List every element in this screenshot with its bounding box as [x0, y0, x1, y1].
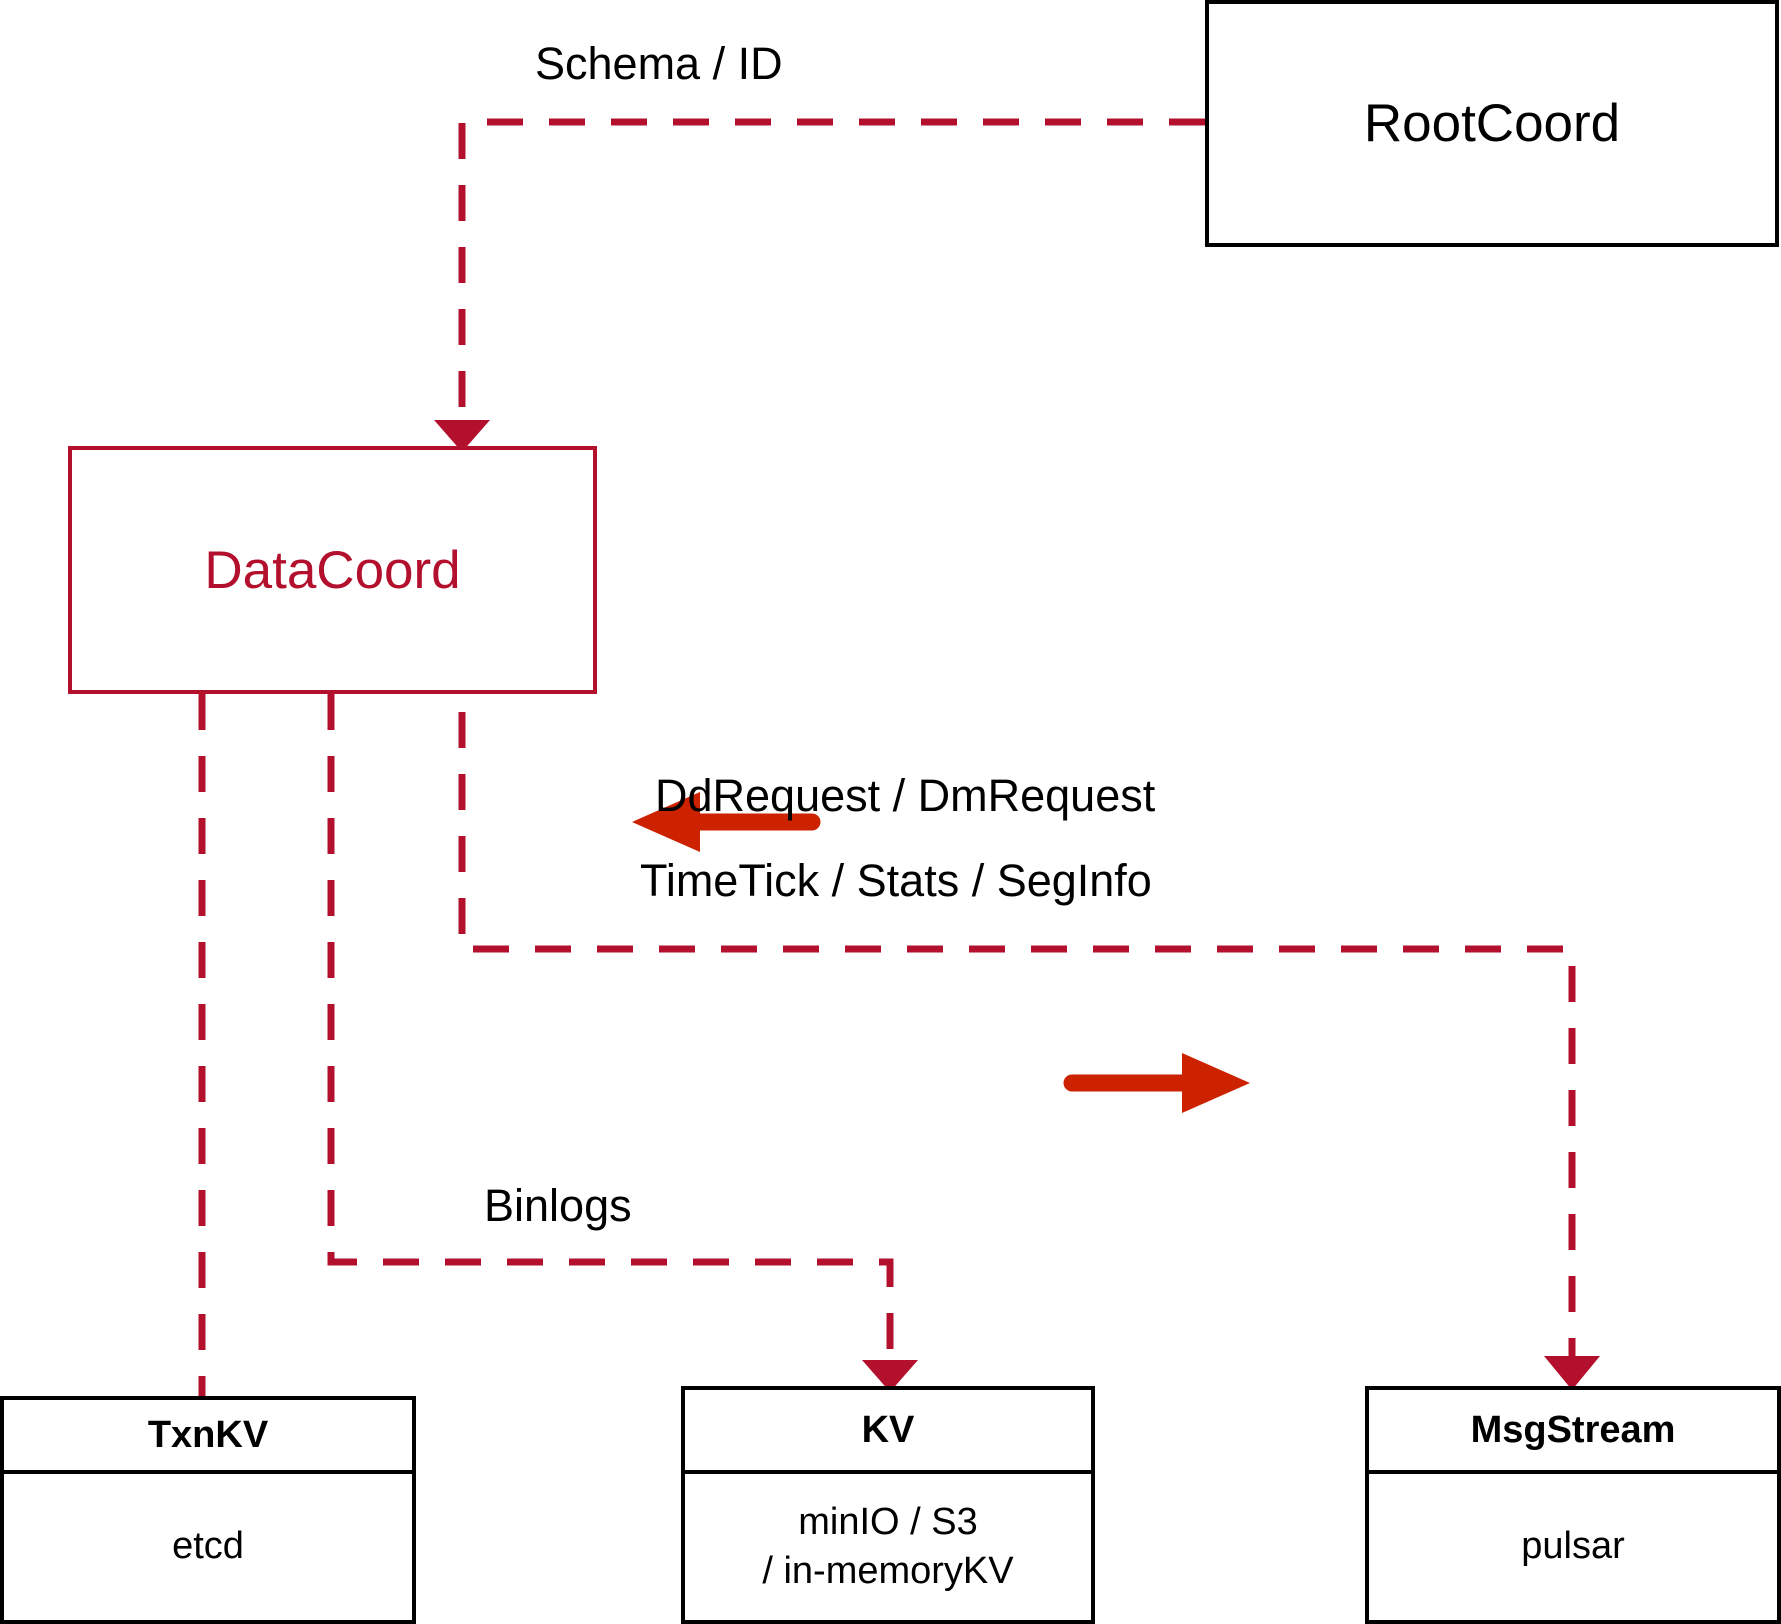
node-txnkv-title: TxnKV: [4, 1400, 412, 1474]
node-msgstream[interactable]: MsgStream pulsar: [1365, 1386, 1781, 1624]
node-kv[interactable]: KV minIO / S3 / in-memoryKV: [681, 1386, 1095, 1624]
node-rootcoord-title: RootCoord: [1363, 94, 1621, 153]
edge-binlogs: [327, 694, 918, 1392]
node-kv-title: KV: [685, 1390, 1091, 1474]
edge-label-schema-id: Schema / ID: [535, 38, 783, 89]
node-msgstream-body: pulsar: [1521, 1525, 1625, 1568]
node-txnkv-body: etcd: [172, 1525, 244, 1568]
edge-timetick-msgstream: [434, 618, 1600, 1390]
edge-label-ddrequest-dmrequest: DdRequest / DmRequest: [655, 770, 1156, 821]
edge-label-timetick-stats-seginfo: TimeTick / Stats / SegInfo: [640, 855, 1152, 906]
node-datacoord[interactable]: DataCoord: [68, 446, 597, 694]
node-kv-body: minIO / S3 / in-memoryKV: [685, 1474, 1091, 1620]
edge-label-binlogs: Binlogs: [484, 1180, 632, 1231]
node-kv-body-line2: / in-memoryKV: [762, 1550, 1014, 1592]
node-msgstream-title: MsgStream: [1369, 1390, 1777, 1474]
edge-schema-id: [434, 118, 1205, 452]
direction-arrow-right: [1063, 1053, 1250, 1113]
node-datacoord-title: DataCoord: [204, 540, 461, 600]
node-kv-body-line1: minIO / S3: [798, 1500, 978, 1543]
direction-arrow-left: [632, 792, 821, 852]
node-rootcoord[interactable]: RootCoord: [1205, 0, 1779, 247]
node-txnkv[interactable]: TxnKV etcd: [0, 1396, 416, 1624]
